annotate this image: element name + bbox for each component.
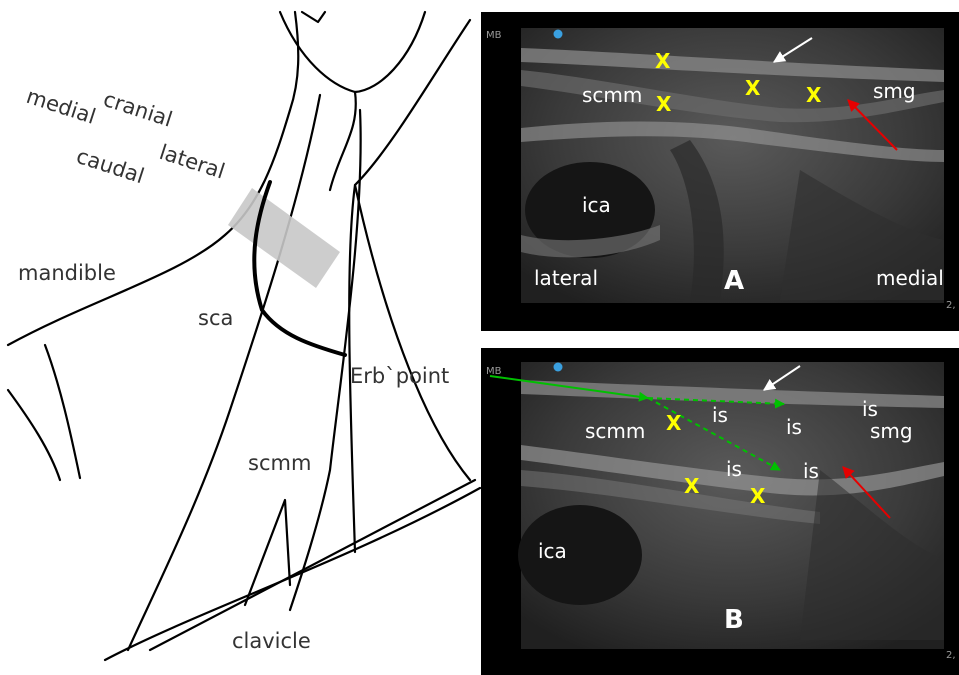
panel-b-label-is-4: is — [726, 457, 742, 481]
panel-a-label-lateral: lateral — [534, 266, 598, 290]
panel-a-scale-tag: 2, — [946, 300, 956, 311]
panel-a-letter: A — [724, 266, 744, 296]
panel-b-label-is-1: is — [712, 403, 728, 427]
panel-b-letter: B — [724, 605, 744, 635]
neck-posterior-contour — [8, 390, 60, 480]
panel-b-marker-2: X — [684, 474, 700, 498]
panel-b-label-scmm: scmm — [585, 419, 645, 443]
trachea-line — [349, 20, 470, 552]
panel-b-marker-3: X — [750, 484, 766, 508]
panel-b-label-is-5: is — [803, 459, 819, 483]
panel-a-marker-3: X — [745, 76, 761, 100]
panel-a-label-scmm: scmm — [582, 83, 642, 107]
lower-neck-line — [150, 480, 475, 650]
label-caudal: caudal — [73, 144, 147, 188]
panel-a-marker-2: X — [656, 92, 672, 116]
label-scmm-sketch: scmm — [248, 451, 311, 475]
ultrasound-panel-a: MB 2, X X X X scmm smg ica lateral media… — [481, 12, 959, 331]
label-erb-point: Erb`point — [350, 364, 449, 388]
jaw-contour — [355, 12, 425, 92]
ear-outline — [280, 12, 355, 92]
mandible-border — [8, 12, 298, 345]
panel-a-label-smg: smg — [873, 79, 916, 103]
probe-position-marker — [228, 188, 340, 288]
panel-b-label-is-2: is — [786, 415, 802, 439]
panel-a-label-ica: ica — [582, 193, 611, 217]
panel-b-scale-tag: 2, — [946, 650, 956, 661]
panel-b-mb-tag: MB — [486, 366, 502, 377]
label-medial: medial — [23, 84, 98, 129]
panel-b-label-is-3: is — [862, 397, 878, 421]
panel-a-label-medial: medial — [876, 266, 944, 290]
label-clavicle: clavicle — [232, 629, 311, 653]
panel-a-orientation-dot — [554, 30, 563, 39]
label-cranial: cranial — [100, 87, 175, 132]
scm-posterior-border — [128, 95, 320, 650]
label-sca: sca — [198, 306, 233, 330]
panel-b-label-smg: smg — [870, 419, 913, 443]
panel-a-marker-1: X — [655, 49, 671, 73]
chin-contour — [330, 92, 356, 190]
ear-inner-line — [302, 12, 325, 22]
sternal-head-line — [355, 185, 470, 480]
label-mandible: mandible — [18, 261, 116, 285]
panel-a-mb-tag: MB — [486, 30, 502, 41]
panel-b-orientation-dot — [554, 363, 563, 372]
panel-a-marker-4: X — [806, 83, 822, 107]
ultrasound-panel-b: MB 2, X X X is is is is is scmm smg ica … — [481, 348, 959, 675]
label-lateral: lateral — [156, 140, 227, 184]
neck-anatomy-sketch: cranial medial lateral caudal mandible s… — [8, 12, 480, 660]
panel-b-marker-1: X — [666, 411, 682, 435]
panel-b-label-ica: ica — [538, 539, 567, 563]
